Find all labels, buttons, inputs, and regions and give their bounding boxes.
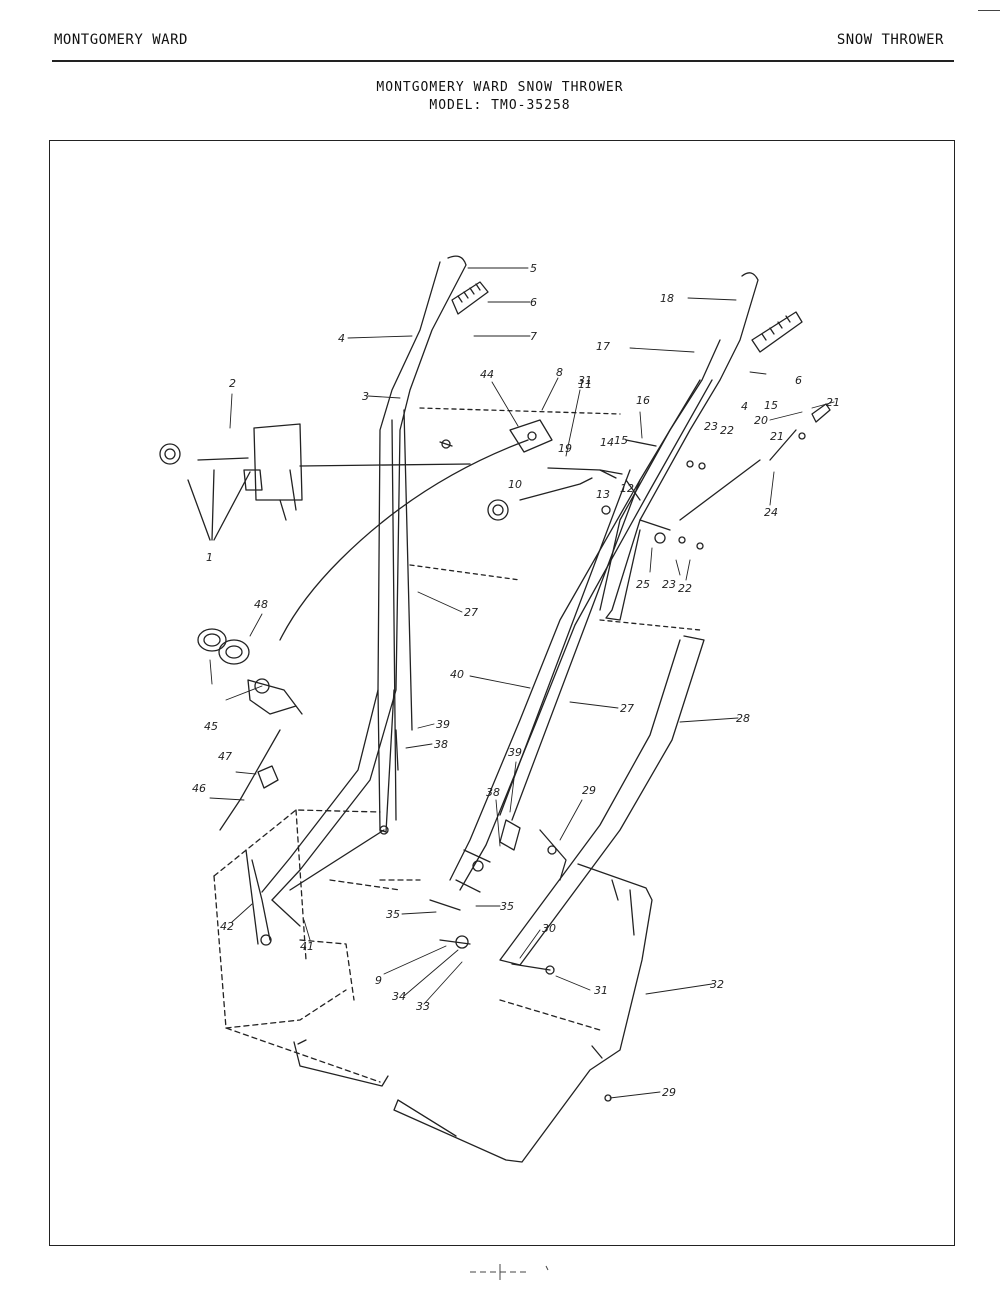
part-label: 7 bbox=[530, 330, 537, 343]
part-label: 13 bbox=[596, 488, 610, 501]
header-product: SNOW THROWER bbox=[836, 32, 944, 48]
part-label: 9 bbox=[375, 974, 382, 987]
part-label: 6 bbox=[795, 374, 802, 387]
part-label: 39 bbox=[508, 746, 522, 759]
part-label: 27 bbox=[464, 606, 478, 619]
model-number: MODEL: TMO-35258 bbox=[429, 98, 571, 113]
part-label: 4 bbox=[741, 400, 748, 413]
part-label: 20 bbox=[754, 414, 768, 427]
control-bracket bbox=[159, 423, 471, 541]
right-handle bbox=[449, 272, 759, 891]
part-label: 22 bbox=[678, 582, 692, 595]
chassis-solid bbox=[293, 863, 653, 1163]
part-label: 19 bbox=[558, 442, 572, 455]
chassis-outline bbox=[213, 809, 601, 1083]
part-label: 38 bbox=[486, 786, 500, 799]
throttle-cable bbox=[219, 439, 529, 831]
part-label: 39 bbox=[436, 718, 450, 731]
part-label: 22 bbox=[720, 424, 734, 437]
part-label: 42 bbox=[220, 920, 234, 933]
part-label: 15 bbox=[764, 399, 778, 412]
part-label: 24 bbox=[764, 506, 778, 519]
part-label: 41 bbox=[300, 940, 314, 953]
shift-lever bbox=[679, 403, 831, 521]
part-label: 31 bbox=[594, 984, 608, 997]
left-handle bbox=[261, 255, 467, 901]
part-label: 18 bbox=[660, 292, 674, 305]
part-label: 48 bbox=[254, 598, 268, 611]
part-label: 38 bbox=[434, 738, 448, 751]
part-label: 35 bbox=[500, 900, 514, 913]
right-grip bbox=[751, 311, 803, 353]
part-label: 23 bbox=[704, 420, 718, 433]
part-label: 16 bbox=[636, 394, 650, 407]
part-label: 44 bbox=[480, 368, 494, 381]
part-numbers: 1 2 3 4 4 5 6 6 7 8 9 10 11 12 13 14 15 … bbox=[192, 262, 840, 1099]
part-label: 25 bbox=[636, 578, 650, 591]
diagram-title: MONTGOMERY WARD SNOW THROWER bbox=[376, 80, 624, 95]
part-label: 21 bbox=[770, 430, 784, 443]
part-label: 4 bbox=[338, 332, 345, 345]
pulley-set bbox=[197, 628, 303, 789]
part-label: 34 bbox=[392, 990, 406, 1003]
page-footer-mark bbox=[470, 1264, 549, 1280]
crossbar-dashed bbox=[409, 407, 701, 631]
part-label: 8 bbox=[556, 366, 563, 379]
header-brand: MONTGOMERY WARD bbox=[54, 32, 188, 48]
part-label: 17 bbox=[596, 340, 610, 353]
part-label: 29 bbox=[582, 784, 596, 797]
part-label: 46 bbox=[192, 782, 206, 795]
part-label: 45 bbox=[204, 720, 218, 733]
part-label: 12 bbox=[620, 482, 634, 495]
lower-linkage bbox=[245, 729, 567, 949]
speed-knob bbox=[487, 477, 593, 521]
carriage-bolt bbox=[511, 963, 555, 975]
diagram-frame bbox=[49, 140, 955, 1246]
lever-bracket bbox=[439, 419, 553, 453]
leader-lines bbox=[209, 267, 835, 1099]
part-label: 11 bbox=[578, 378, 592, 391]
part-label: 33 bbox=[416, 1000, 430, 1013]
part-label: 31 bbox=[578, 374, 592, 387]
part-label: 6 bbox=[530, 296, 537, 309]
side-rail bbox=[499, 635, 705, 966]
part-label: 47 bbox=[218, 750, 232, 763]
part-label: 40 bbox=[450, 668, 464, 681]
part-label: 28 bbox=[736, 712, 750, 725]
linkage-parts bbox=[547, 439, 706, 550]
part-label: 21 bbox=[826, 396, 840, 409]
part-label: 32 bbox=[710, 978, 724, 991]
part-label: 23 bbox=[662, 578, 676, 591]
part-label: 5 bbox=[530, 262, 537, 275]
header-rule bbox=[52, 60, 954, 62]
corner-mark bbox=[978, 10, 1000, 11]
part-label: 14 bbox=[600, 436, 614, 449]
part-label: 10 bbox=[508, 478, 522, 491]
part-label: 3 bbox=[362, 390, 369, 403]
part-label: 15 bbox=[614, 434, 628, 447]
part-label: 1 bbox=[206, 551, 213, 564]
control-rods bbox=[403, 409, 641, 821]
part-label: 27 bbox=[620, 702, 634, 715]
part-label: 29 bbox=[662, 1086, 676, 1099]
part-label: 30 bbox=[542, 922, 556, 935]
part-label: 2 bbox=[229, 377, 236, 390]
part-label: 35 bbox=[386, 908, 400, 921]
left-grip bbox=[451, 281, 489, 315]
